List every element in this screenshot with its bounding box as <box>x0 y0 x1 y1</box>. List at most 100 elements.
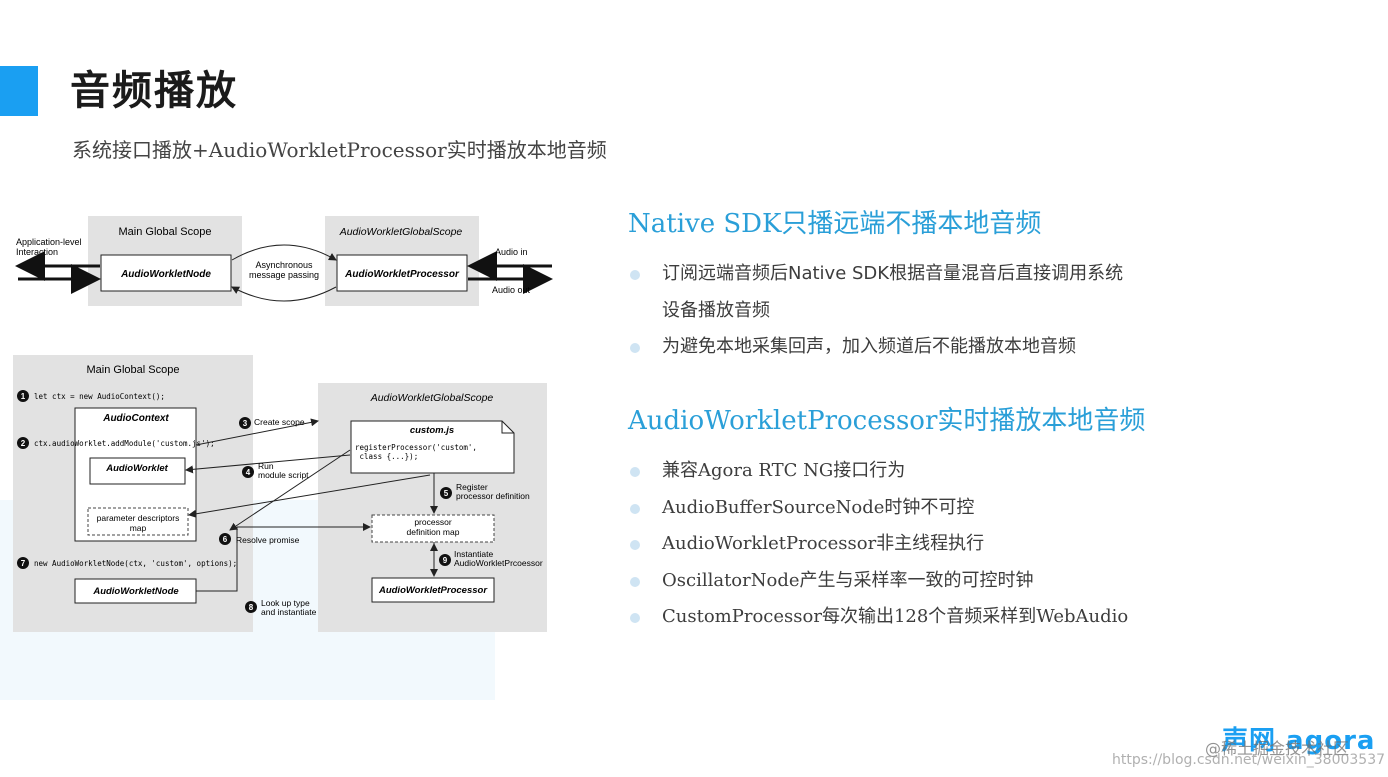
step3-label: Create scope <box>254 417 305 427</box>
step4-label-line: module script <box>258 470 309 480</box>
param-map-label-line: map <box>130 523 147 533</box>
definition-map-box <box>371 514 495 543</box>
bullet-dot <box>630 503 640 514</box>
worklet-processor-label-2: AudioWorkletProcessor <box>378 585 488 596</box>
worklet-scope-label-2: AudioWorkletGlobalScope <box>370 392 494 404</box>
definition-map-label-line: definition map <box>407 527 460 537</box>
step-number-circle <box>219 533 231 545</box>
worklet-processor-label: AudioWorkletProcessor <box>344 269 460 280</box>
message-label-line: Asynchronous <box>255 260 313 270</box>
step-number-circle <box>17 390 29 402</box>
bullet-dot <box>630 576 640 587</box>
bullet-dot <box>630 343 640 353</box>
audio-out-label: Audio out <box>492 285 531 295</box>
bullet-text: AudioWorkletProcessor非主线程执行 <box>662 533 985 554</box>
bullet-text: AudioBufferSourceNode时钟不可控 <box>662 496 975 518</box>
worklet-section-heading: AudioWorkletProcessor实时播放本地音频 <box>628 406 1146 436</box>
native-bullet-list: 订阅远端音频后Native SDK根据音量混音后直接调用系统 设备播放音频 为避… <box>628 256 1123 366</box>
step-number: 7 <box>21 559 26 568</box>
step-number: 2 <box>21 439 26 448</box>
page-subtitle: 系统接口播放+AudioWorkletProcessor实时播放本地音频 <box>72 138 607 162</box>
bullet-text: 设备播放音频 <box>662 299 770 321</box>
worklet-processor-box <box>336 254 468 292</box>
bullet-dot <box>630 270 640 280</box>
step-number-circle <box>439 554 451 566</box>
bullet-text: 兼容Agora RTC NG接口行为 <box>662 460 906 481</box>
arrow-resolve-promise <box>229 449 351 531</box>
audio-worklet-diagram: Main Global Scope AudioWorkletGlobalScop… <box>13 216 553 632</box>
step1-code: let ctx = new AudioContext(); <box>34 392 165 401</box>
step-number-circle <box>242 466 254 478</box>
step-number-circle <box>245 601 257 613</box>
native-section-heading: Native SDK只播远端不播本地音频 <box>628 209 1042 239</box>
custom-js-file <box>350 420 515 474</box>
audio-in-label: Audio in <box>495 247 528 257</box>
interaction-label-line: Application-level <box>16 237 82 247</box>
message-arrow-forward <box>231 244 337 261</box>
step4-label-line: Run <box>258 461 274 471</box>
list-item: AudioWorkletProcessor非主线程执行 <box>628 526 1128 563</box>
list-item: 为避免本地采集回声，加入频道后不能播放本地音频 <box>628 329 1123 366</box>
list-item: 订阅远端音频后Native SDK根据音量混音后直接调用系统 <box>628 256 1123 293</box>
message-arrow-back <box>231 286 337 302</box>
worklet-node-box <box>100 254 232 292</box>
step-number-circle <box>17 437 29 449</box>
audio-context-label: AudioContext <box>102 413 169 424</box>
arrow-run-module <box>185 454 351 474</box>
register-code-line: class {...}); <box>355 452 418 461</box>
step-number: 6 <box>223 535 228 544</box>
list-item: OscillatorNode产生与采样率一致的可控时钟 <box>628 563 1128 600</box>
bullet-text: CustomProcessor每次输出128个音频采样到WebAudio <box>662 606 1129 627</box>
title-accent-bar <box>0 66 38 116</box>
step8-label-line: Look up type <box>261 598 310 608</box>
register-code: registerProcessor('custom', class {...})… <box>355 443 477 461</box>
bottom-diagram: Main Global Scope AudioWorkletGlobalScop… <box>13 355 547 632</box>
interaction-label-line: Interaction <box>16 247 58 257</box>
step-number-circle <box>17 557 29 569</box>
param-map-label-line: parameter descriptors <box>97 513 180 523</box>
list-item: CustomProcessor每次输出128个音频采样到WebAudio <box>628 599 1128 636</box>
worklet-bullet-list: 兼容Agora RTC NG接口行为 AudioBufferSourceNode… <box>628 453 1128 636</box>
param-map-box <box>87 507 189 536</box>
message-label-line: message passing <box>249 270 319 280</box>
step-number: 8 <box>249 603 254 612</box>
watermark-community: @稀土掘金技术社区 <box>1205 739 1350 758</box>
bullet-text: 为避免本地采集回声，加入频道后不能播放本地音频 <box>662 336 1076 357</box>
list-item-continuation: 设备播放音频 <box>628 293 1123 330</box>
step5-label-line: Register <box>456 482 488 492</box>
agora-logo: 声网 agora <box>1222 726 1376 756</box>
step-number-circle <box>440 487 452 499</box>
bullet-text: OscillatorNode产生与采样率一致的可控时钟 <box>662 569 1034 591</box>
worklet-scope-label: AudioWorkletGlobalScope <box>339 226 463 238</box>
custom-js-label: custom.js <box>410 425 454 436</box>
step-number: 5 <box>444 489 449 498</box>
main-scope-label: Main Global Scope <box>119 226 212 238</box>
watermark-url: https://blog.csdn.net/weixin_38003537 <box>1112 752 1386 768</box>
main-scope-label-2: Main Global Scope <box>87 364 180 376</box>
arrow-lookup <box>196 523 371 592</box>
step5-label-line: processor definition <box>456 491 530 501</box>
step-number: 9 <box>443 556 448 565</box>
worklet-node-box-2 <box>74 578 197 604</box>
bullet-dot <box>630 540 640 550</box>
bullet-dot <box>630 467 640 477</box>
list-item: AudioBufferSourceNode时钟不可控 <box>628 490 1128 527</box>
worklet-processor-box-2 <box>371 577 495 603</box>
file-corner <box>501 421 514 434</box>
step2-code: ctx.audioWorklet.addModule('custom.js'); <box>34 439 215 448</box>
bullet-dot <box>630 613 640 623</box>
step9-label-line: AudioWorkletPrcoessor <box>454 558 543 568</box>
arrow-create-scope <box>195 418 319 446</box>
audio-worklet-label: AudioWorklet <box>105 463 168 474</box>
worklet-node-label-2: AudioWorkletNode <box>92 586 179 597</box>
page-title: 音频播放 <box>70 68 238 114</box>
step-number: 3 <box>243 419 248 428</box>
